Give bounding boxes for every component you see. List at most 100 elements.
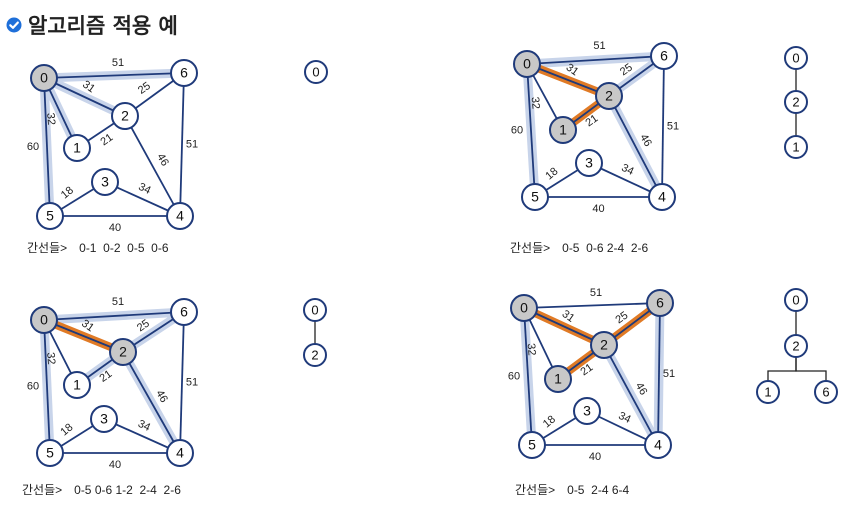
edge-weight-5-4: 40 (589, 451, 601, 463)
edge-weight-2-4: 46 (153, 388, 170, 405)
page-title: 알고리즘 적용 예 (6, 10, 178, 40)
tree-node-label-2: 2 (311, 347, 318, 362)
node-0 (30, 64, 58, 92)
node-label-1: 1 (73, 140, 81, 156)
edge-weight-6-4: 51 (667, 120, 679, 132)
node-3 (90, 405, 118, 433)
edge-0-6 (43, 311, 185, 321)
edge-weight-0-6: 51 (112, 296, 124, 308)
edge-weight-0-6: 51 (590, 287, 602, 299)
node-label-3: 3 (585, 155, 593, 171)
node-label-6: 6 (180, 65, 188, 81)
node-label-5: 5 (46, 208, 54, 224)
edge-weight-3-4: 34 (136, 418, 152, 434)
node-label-2: 2 (119, 344, 127, 360)
node-4 (648, 183, 676, 211)
caption-label: 간선들> (27, 241, 68, 255)
tree-node-0 (303, 298, 327, 322)
node-label-0: 0 (520, 300, 528, 316)
node-1 (549, 116, 577, 144)
edge-weight-0-1: 32 (44, 112, 57, 125)
edge-6-4 (179, 72, 185, 217)
edge-candidates-caption: 간선들> 0-1 0-2 0-5 0-6 (27, 239, 169, 256)
edge-0-5 (43, 319, 51, 454)
caption-edges: 0-1 0-2 0-5 0-6 (79, 241, 169, 255)
tree-node-label-1: 1 (792, 139, 799, 154)
caption-edges: 0-5 0-6 1-2 2-4 2-6 (74, 483, 181, 497)
edge-weight-0-1: 32 (529, 96, 542, 109)
caption-edges: 0-5 0-6 2-4 2-6 (562, 241, 649, 255)
node-label-5: 5 (531, 189, 539, 205)
node-2 (111, 102, 139, 130)
tree-node-label-1: 1 (764, 384, 771, 399)
node-6 (646, 289, 674, 317)
node-5 (518, 431, 546, 459)
node-label-6: 6 (180, 304, 188, 320)
node-label-3: 3 (100, 411, 108, 427)
node-6 (650, 42, 678, 70)
edge-0-2 (43, 319, 124, 353)
caption-edges: 0-5 2-4 6-4 (567, 483, 630, 497)
node-6 (170, 59, 198, 87)
tree-node-label-0: 0 (311, 302, 318, 317)
edge-weight-0-2: 31 (80, 78, 97, 95)
node-0 (510, 294, 538, 322)
title-text: 알고리즘 적용 예 (28, 14, 178, 38)
edge-weight-2-6: 25 (613, 309, 630, 326)
node-4 (166, 439, 194, 467)
node-label-5: 5 (46, 445, 54, 461)
edge-0-6 (526, 55, 665, 65)
edge-weight-3-4: 34 (136, 181, 152, 197)
edge-weight-0-2: 31 (560, 308, 577, 325)
node-label-4: 4 (176, 208, 184, 224)
node-label-2: 2 (605, 88, 613, 104)
node-1 (544, 365, 572, 393)
caption-label: 간선들> (515, 483, 556, 497)
node-1 (63, 134, 91, 162)
node-label-3: 3 (583, 403, 591, 419)
edge-2-4 (608, 95, 663, 198)
edge-0-2 (526, 63, 610, 97)
edge-weight-5-4: 40 (109, 459, 121, 471)
edge-weight-2-4: 46 (633, 381, 650, 398)
mst-tree-2: 021 (784, 46, 808, 159)
mst-tree-1: 0 (304, 60, 328, 84)
edge-weight-1-2: 21 (578, 361, 595, 378)
node-label-0: 0 (40, 312, 48, 328)
edge-0-5 (523, 307, 533, 446)
edge-weight-3-5: 18 (59, 184, 76, 201)
edge-weight-3-5: 18 (543, 165, 560, 182)
tree-node-0 (304, 60, 328, 84)
edge-0-5 (526, 63, 536, 198)
edge-0-6 (523, 302, 661, 309)
node-label-2: 2 (600, 337, 608, 353)
tree-node-6 (814, 380, 838, 404)
edge-weight-0-2: 31 (564, 61, 581, 78)
edge-weight-2-4: 46 (154, 152, 171, 169)
edge-weight-0-6: 51 (593, 40, 605, 52)
edge-0-5 (43, 77, 51, 217)
node-4 (644, 431, 672, 459)
edge-weight-3-5: 18 (541, 413, 558, 430)
caption-label: 간선들> (510, 241, 551, 255)
edge-weight-0-5: 60 (27, 380, 39, 392)
node-label-2: 2 (121, 108, 129, 124)
tree-node-label-6: 6 (822, 384, 829, 399)
edge-weight-5-4: 40 (109, 222, 121, 234)
edge-2-4 (603, 344, 659, 446)
edge-weight-1-2: 21 (583, 112, 600, 129)
mst-tree-3: 02 (303, 298, 327, 367)
node-label-1: 1 (554, 371, 562, 387)
edge-6-4 (179, 311, 185, 454)
tree-node-0 (784, 46, 808, 70)
node-3 (91, 168, 119, 196)
edge-weight-5-4: 40 (592, 203, 604, 215)
tree-node-label-2: 2 (792, 338, 799, 353)
edge-weight-0-5: 60 (508, 370, 520, 382)
edge-weight-0-1: 32 (525, 343, 538, 356)
edge-weight-2-6: 25 (136, 80, 153, 97)
